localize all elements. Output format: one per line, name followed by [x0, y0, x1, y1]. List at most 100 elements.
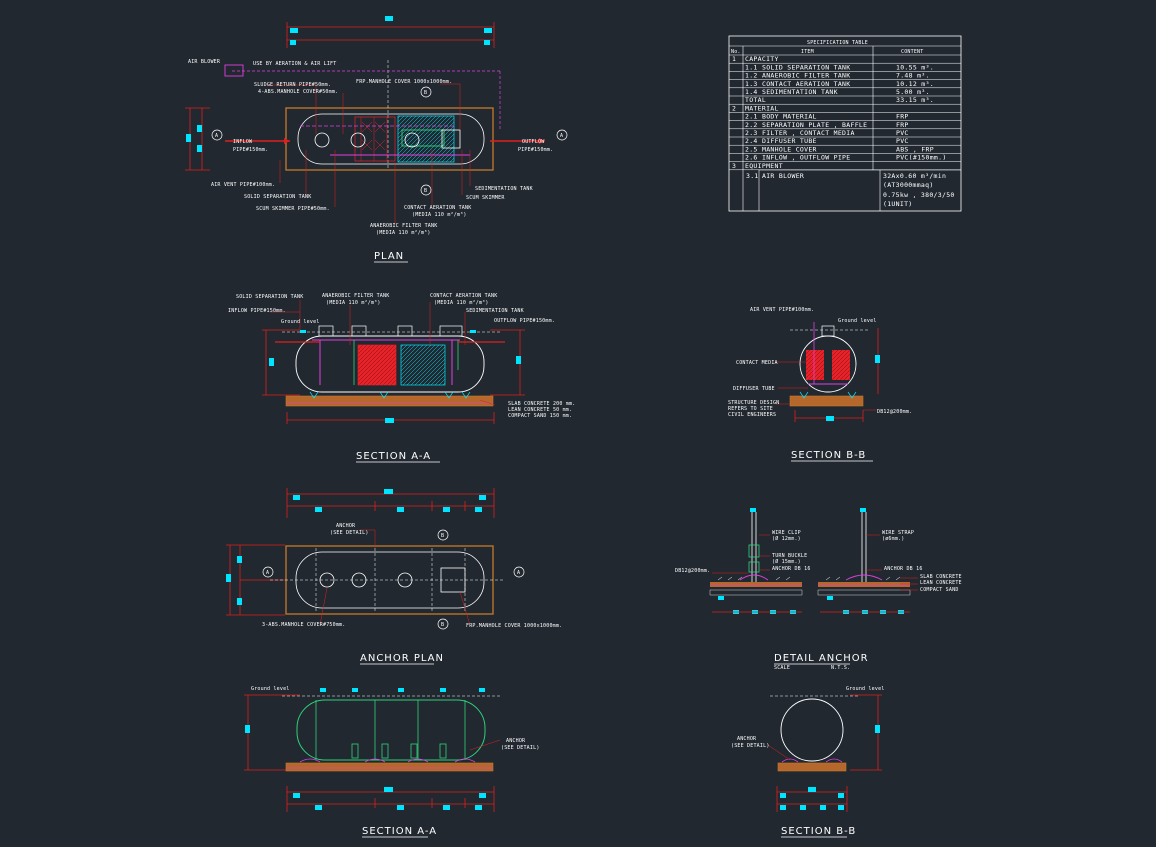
section-aa-label-ground: Ground level: [281, 319, 320, 325]
anchor-plan-marker-a-left: A: [262, 566, 274, 578]
section-aa2-title: SECTION A-A: [362, 826, 437, 837]
anchor-plan-label-anchor: ANCHOR: [336, 523, 356, 529]
detail-label-db12: DB12@200mm.: [675, 568, 710, 574]
plan-label-inflow: INFLOW: [233, 139, 253, 145]
section-bb-label-structure-2: REFERS TO SITE: [728, 406, 773, 412]
plan-tank-body: [297, 113, 485, 165]
spec-row-content: ABS , FRP: [896, 145, 934, 153]
spec-equipment-item: AIR BLOWER: [762, 172, 804, 180]
plan-manhole-1: [314, 132, 330, 148]
spec-row-item: ANAEROBIC FILTER TANK: [762, 72, 850, 80]
section-bb2-tank: [780, 698, 844, 762]
section-aa-view: SOLID SEPARATION TANK ANAEROBIC FILTER T…: [228, 293, 575, 463]
plan-label-use-aeration: USE BY AERATION & AIR LIFT: [253, 61, 336, 67]
spec-row-content: 5.00 m³.: [896, 88, 930, 96]
section-aa2-slab: [285, 762, 494, 772]
anchor-plan-marker-b-top: B: [437, 529, 449, 541]
plan-view: A A B B AIR BLOWER USE BY AERATION & AIR…: [185, 16, 568, 263]
section-bb-label-ground: Ground level: [838, 318, 877, 324]
spec-row-item: CONTACT AERATION TANK: [762, 80, 850, 88]
anchor-plan-manhole-3: [397, 572, 413, 588]
spec-row-content: FRP: [896, 121, 909, 129]
detail-label-wire-clip: WIRE CLIP: [772, 530, 801, 536]
plan-section-marker-a-right: A: [556, 129, 568, 141]
plan-label-scum-skimmer: SCUM SKIMMER: [466, 195, 505, 201]
anchor-plan-label-frp-manhole: FRP.MANHOLE COVER 1000x1000mm.: [466, 623, 562, 629]
detail-label-sand: COMPACT SAND: [920, 587, 959, 593]
spec-equipment-line-2: (AT3000mmaq): [883, 181, 934, 189]
section-aa-label-lean: LEAN CONCRETE 50 mm.: [508, 407, 572, 413]
plan-label-air-vent: AIR VENT PIPE#100mm.: [211, 182, 275, 188]
section-bb-title: SECTION B-B: [791, 450, 866, 461]
plan-contact-media: [397, 115, 455, 163]
anchor-plan-label-abs-manhole: 3-ABS.MANHOLE COVER#750mm.: [262, 622, 345, 628]
spec-row-sub: 2.6: [745, 154, 758, 162]
spec-header-item: ITEM: [801, 49, 814, 55]
detail-label-wire-strap-sub: (ø6mm.): [882, 536, 904, 542]
spec-row-item: TOTAL: [745, 96, 766, 104]
section-bb-contact-media-left: [806, 350, 824, 380]
svg-text:B: B: [441, 622, 444, 628]
section-bb2-label-ground: Ground level: [846, 686, 885, 692]
detail-label-turn-buckle: TURN BUCKLE: [772, 553, 807, 559]
section-bb-view: AIR VENT PIPE#100mm. Ground level CONTAC…: [728, 307, 912, 462]
section-aa-slab: [285, 395, 494, 407]
section-aa-label-sand: COMPACT SAND 150 mm.: [508, 413, 572, 419]
detail-anchor-view: WIRE CLIP (Ø 12mm.) TURN BUCKLE (Ø 15mm.…: [675, 508, 962, 671]
spec-row-sub: 1.2: [745, 72, 758, 80]
spec-row-content: 10.55 m³.: [896, 63, 934, 71]
svg-text:B: B: [424, 90, 427, 96]
anchor-plan-title: ANCHOR PLAN: [360, 653, 444, 664]
spec-row-item: DIFFUSER TUBE: [762, 137, 817, 145]
plan-section-marker-a-left: A: [211, 129, 223, 141]
spec-row-content: PVC: [896, 129, 909, 137]
spec-row-content: PVC: [896, 137, 909, 145]
plan-frp-manhole: [441, 129, 461, 149]
plan-label-air-blower: AIR BLOWER: [188, 59, 221, 65]
spec-equipment-line-1: 32Ax0.60 m³/min: [883, 172, 946, 180]
spec-row-item: INFLOW , OUTFLOW PIPE: [762, 154, 850, 162]
anchor-plan-view: A A B B ANCHOR (SEE DETAIL) 3-ABS.MANHOL…: [226, 488, 562, 665]
section-bb2-title: SECTION B-B: [781, 826, 856, 837]
svg-text:A: A: [560, 133, 563, 139]
section-bb2-view: Ground level ANCHOR (SEE DETAIL) SECTION…: [731, 686, 885, 838]
spec-row-item: SEDIMENTATION TANK: [762, 88, 838, 96]
spec-header-content: CONTENT: [901, 49, 923, 55]
plan-label-anaerobic: ANAEROBIC FILTER TANK: [370, 223, 437, 229]
section-aa2-label-ground: Ground level: [251, 686, 290, 692]
plan-label-contact-aeration: CONTACT AERATION TANK: [404, 205, 471, 211]
spec-equipment-sub: 3.1: [746, 172, 759, 180]
svg-text:A: A: [517, 570, 520, 576]
spec-row-sub: 2.2: [745, 121, 758, 129]
spec-row-item: SOLID SEPARATION TANK: [762, 63, 850, 71]
section-aa-label-contact-media: (MEDIA 110 m²/m³): [434, 300, 489, 306]
plan-air-blower: [224, 64, 244, 77]
section-aa2-tank: [296, 699, 486, 761]
section-aa-label-sedimentation: SEDIMENTATION TANK: [466, 308, 524, 314]
plan-label-outflow-pipe: PIPE#150mm.: [518, 147, 553, 153]
spec-row-content: 33.15 m³.: [896, 96, 934, 104]
section-aa-label-anaerobic: ANAEROBIC FILTER TANK: [322, 293, 389, 299]
svg-text:B: B: [441, 533, 444, 539]
plan-label-outflow: OUTFLOW: [522, 139, 545, 145]
anchor-plan-manhole-2: [351, 572, 367, 588]
plan-section-marker-b-bottom: B: [420, 184, 432, 196]
plan-label-inflow-pipe: PIPE#150mm.: [233, 147, 268, 153]
detail-label-wire-strap: WIRE STRAP: [882, 530, 914, 536]
anchor-plan-marker-b-bottom: B: [437, 618, 449, 630]
anchor-plan-frp-manhole: [440, 567, 466, 593]
section-bb-label-structure-3: CIVIL ENGINEERS: [728, 412, 776, 418]
plan-title: PLAN: [374, 251, 404, 262]
section-aa-label-anaerobic-media: (MEDIA 110 m²/m³): [326, 300, 381, 306]
plan-label-sedimentation: SEDIMENTATION TANK: [475, 186, 533, 192]
section-bb-label-structure-1: STRUCTURE DESIGN: [728, 400, 779, 406]
spec-equipment-line-3: 0.75kw , 380/3/50: [883, 191, 955, 199]
spec-row-sub: 2.1: [745, 113, 758, 121]
section-aa-label-slab: SLAB CONCRETE 200 mm.: [508, 401, 575, 407]
plan-label-scum-skimmer-pipe: SCUM SKIMMER PIPE#50mm.: [256, 206, 330, 212]
detail-label-wire-clip-sub: (Ø 12mm.): [772, 535, 801, 542]
detail-scale-label: SCALE: [774, 665, 790, 671]
section-aa-label-contact-aeration: CONTACT AERATION TANK: [430, 293, 497, 299]
section-aa2-label-see-detail: (SEE DETAIL): [501, 745, 540, 751]
